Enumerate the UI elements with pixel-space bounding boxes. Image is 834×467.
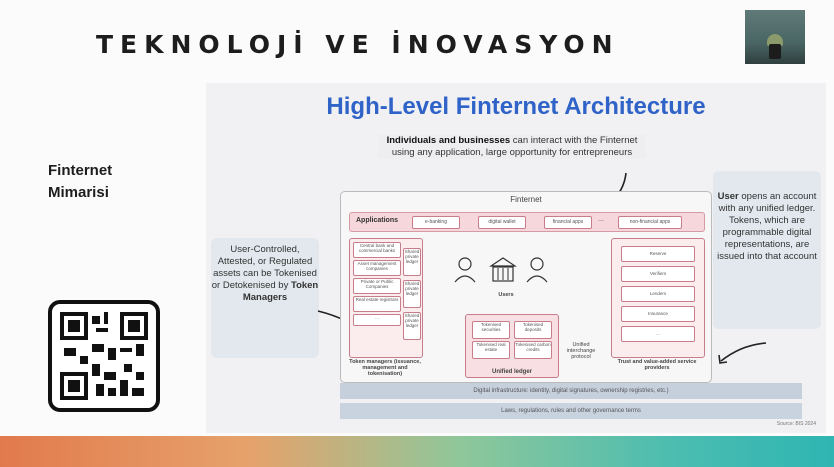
callout-top-text: can interact with the Finternet using an… <box>391 135 638 158</box>
private-ledger-box: Shared private ledger <box>403 248 421 276</box>
app-pill: e-banking <box>412 216 460 229</box>
side-label-line1: Finternet <box>48 162 113 179</box>
callout-left-bold: Token Managers <box>242 280 319 303</box>
callout-top: Individuals and businesses can interact … <box>378 135 646 159</box>
ledger-cell: Tokenised real estate <box>472 341 510 359</box>
unified-ledger: Tokenised securities Tokenised deposits … <box>465 314 559 378</box>
ledger-side-label: Unified interchange protocol <box>566 342 596 360</box>
finternet-box: Finternet Applications e-banking digital… <box>340 191 712 383</box>
app-pill: non-financial apps <box>618 216 682 229</box>
callout-top-bold: Individuals and businesses <box>386 135 511 146</box>
callout-left-text: User-Controlled, Attested, or Regulated … <box>211 244 317 291</box>
service-provider-box: Reserve <box>621 246 695 262</box>
plant-photo-icon <box>745 10 805 64</box>
private-ledger-box: Shared private ledger <box>403 312 421 340</box>
architecture-figure: High-Level Finternet Architecture Indivi… <box>206 83 826 433</box>
app-pill: financial apps <box>544 216 592 229</box>
slide-title: TEKNOLOJİ VE İNOVASYON <box>96 30 620 59</box>
bank-icon <box>489 257 517 282</box>
ledger-cell: Tokenised carbon credits <box>514 341 552 359</box>
service-provider-box: ... <box>621 326 695 342</box>
finternet-label: Finternet <box>510 195 542 204</box>
private-ledger-box: Shared private ledger <box>403 280 421 308</box>
token-manager-box: Asset management companies <box>353 260 401 276</box>
side-label: Finternet Mimarisi <box>48 160 112 204</box>
side-label-line2: Mimarisi <box>48 184 109 201</box>
qr-code-icon <box>48 300 160 412</box>
ledger-cell: Tokenised deposits <box>514 321 552 339</box>
bottom-gradient-band <box>0 436 834 467</box>
figure-title: High-Level Finternet Architecture <box>326 93 706 120</box>
person-icon <box>454 257 476 283</box>
callout-left: User-Controlled, Attested, or Regulated … <box>211 238 319 358</box>
token-manager-box: Real estate registrars <box>353 296 401 312</box>
source-mark: Source: BIS 2024 <box>776 421 816 427</box>
service-provider-box: Insurance <box>621 306 695 322</box>
token-managers-caption: Token managers (issuance, management and… <box>349 359 421 377</box>
service-providers-caption: Trust and value-added service providers <box>617 359 697 371</box>
users-label: Users <box>498 292 514 298</box>
token-manager-box: ... <box>353 314 401 326</box>
token-manager-box: Central bank and commercial banks <box>353 242 401 258</box>
applications-label: Applications <box>356 217 399 224</box>
ledger-cell: Tokenised securities <box>472 321 510 339</box>
person-icon <box>526 257 548 283</box>
app-pill: digital wallet <box>478 216 526 229</box>
service-provider-box: Lenders <box>621 286 695 302</box>
ledger-label: Unified ledger <box>491 369 532 375</box>
callout-right-text: opens an account with any unified ledger… <box>717 191 817 262</box>
users-icons <box>454 257 548 283</box>
callout-right: User opens an account with any unified l… <box>713 171 821 329</box>
apps-ellipsis: ... <box>598 216 604 223</box>
laws-bar: Laws, regulations, rules and other gover… <box>340 403 802 419</box>
callout-right-bold: User <box>717 191 739 202</box>
digital-infrastructure-bar: Digital infrastructure: identity, digita… <box>340 383 802 399</box>
service-provider-box: Verifiers <box>621 266 695 282</box>
applications-row: Applications e-banking digital wallet fi… <box>349 212 705 232</box>
token-manager-box: Private or Public Companies <box>353 278 401 294</box>
